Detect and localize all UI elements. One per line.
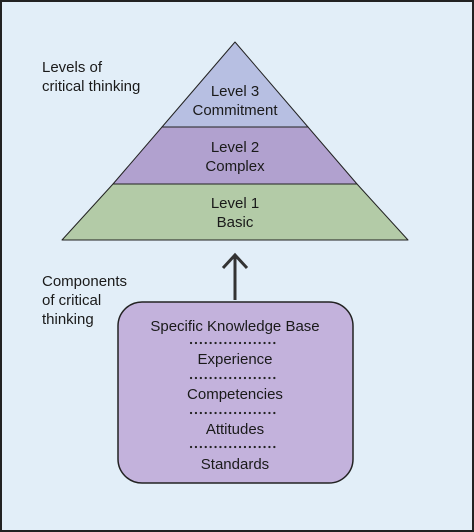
components-box: Specific Knowledge Base Experience Compe… xyxy=(117,301,354,484)
component-competencies: Competencies xyxy=(187,386,283,403)
component-attitudes: Attitudes xyxy=(206,421,264,438)
level-1-name: Basic xyxy=(217,214,254,231)
pyramid-heading-line2: critical thinking xyxy=(42,78,140,95)
level-1-label: Level 1 xyxy=(211,195,259,212)
component-experience: Experience xyxy=(197,351,272,368)
component-standards: Standards xyxy=(201,456,269,473)
components-heading-line3: thinking xyxy=(42,311,94,328)
pyramid: Level 3 Commitment Level 2 Complex Level… xyxy=(61,41,409,241)
components-box-frame xyxy=(117,301,354,484)
level-3-label: Level 3 xyxy=(211,83,259,100)
pyramid-level-1 xyxy=(61,183,409,241)
components-heading-line1: Components xyxy=(42,273,127,290)
pyramid-heading-line1: Levels of xyxy=(42,59,103,76)
level-2-name: Complex xyxy=(205,158,265,175)
up-arrow-icon xyxy=(221,252,249,300)
level-3-name: Commitment xyxy=(192,102,278,119)
level-2-label: Level 2 xyxy=(211,139,259,156)
component-specific-knowledge-base: Specific Knowledge Base xyxy=(150,318,319,335)
components-heading-line2: of critical xyxy=(42,292,101,309)
